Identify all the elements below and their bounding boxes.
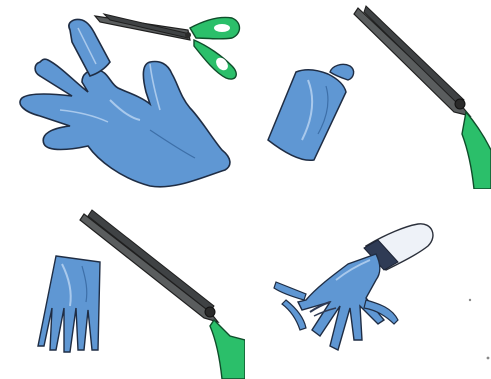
scissors-open xyxy=(80,210,245,379)
finger-tube xyxy=(268,70,346,160)
fringed-strip-illustration xyxy=(0,190,245,379)
panel-step-4 xyxy=(246,190,491,379)
fringed-glove-strip xyxy=(38,256,100,352)
panel-step-1 xyxy=(0,0,245,189)
squid-puppet-illustration xyxy=(246,190,491,379)
scissors-dark xyxy=(354,6,491,189)
panel-step-3 xyxy=(0,190,245,379)
blue-glove xyxy=(20,59,230,187)
panel-step-2 xyxy=(246,0,491,189)
cut-glove-finger xyxy=(69,19,110,76)
squid-tentacles xyxy=(274,254,398,350)
glove-and-scissors-illustration xyxy=(0,0,245,189)
cut-finger-tube-illustration xyxy=(246,0,491,189)
